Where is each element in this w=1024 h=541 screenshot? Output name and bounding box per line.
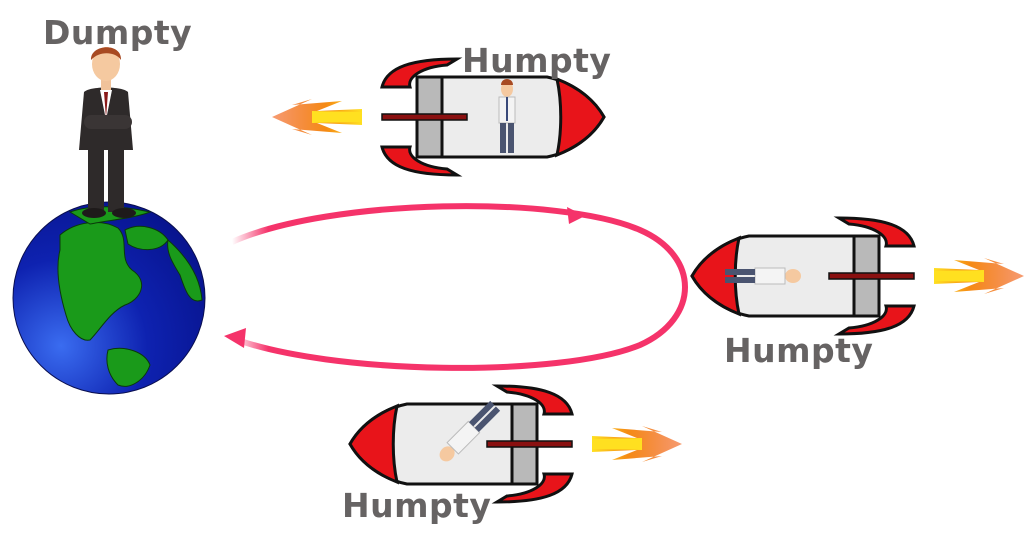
earth-globe [12, 201, 206, 395]
orbit-path [224, 203, 688, 371]
arrow-return-icon [224, 328, 246, 348]
rocket-top [270, 57, 606, 177]
dumpty-label: Dumpty [43, 13, 193, 52]
rocket-bottom [350, 386, 682, 502]
humpty-label-top: Humpty [462, 41, 612, 80]
arrow-outbound-icon [567, 207, 585, 224]
humpty-label-right: Humpty [724, 331, 874, 370]
rocket-right [692, 218, 1024, 334]
humpty-label-bottom: Humpty [342, 486, 492, 525]
dumpty-figure [79, 47, 136, 218]
